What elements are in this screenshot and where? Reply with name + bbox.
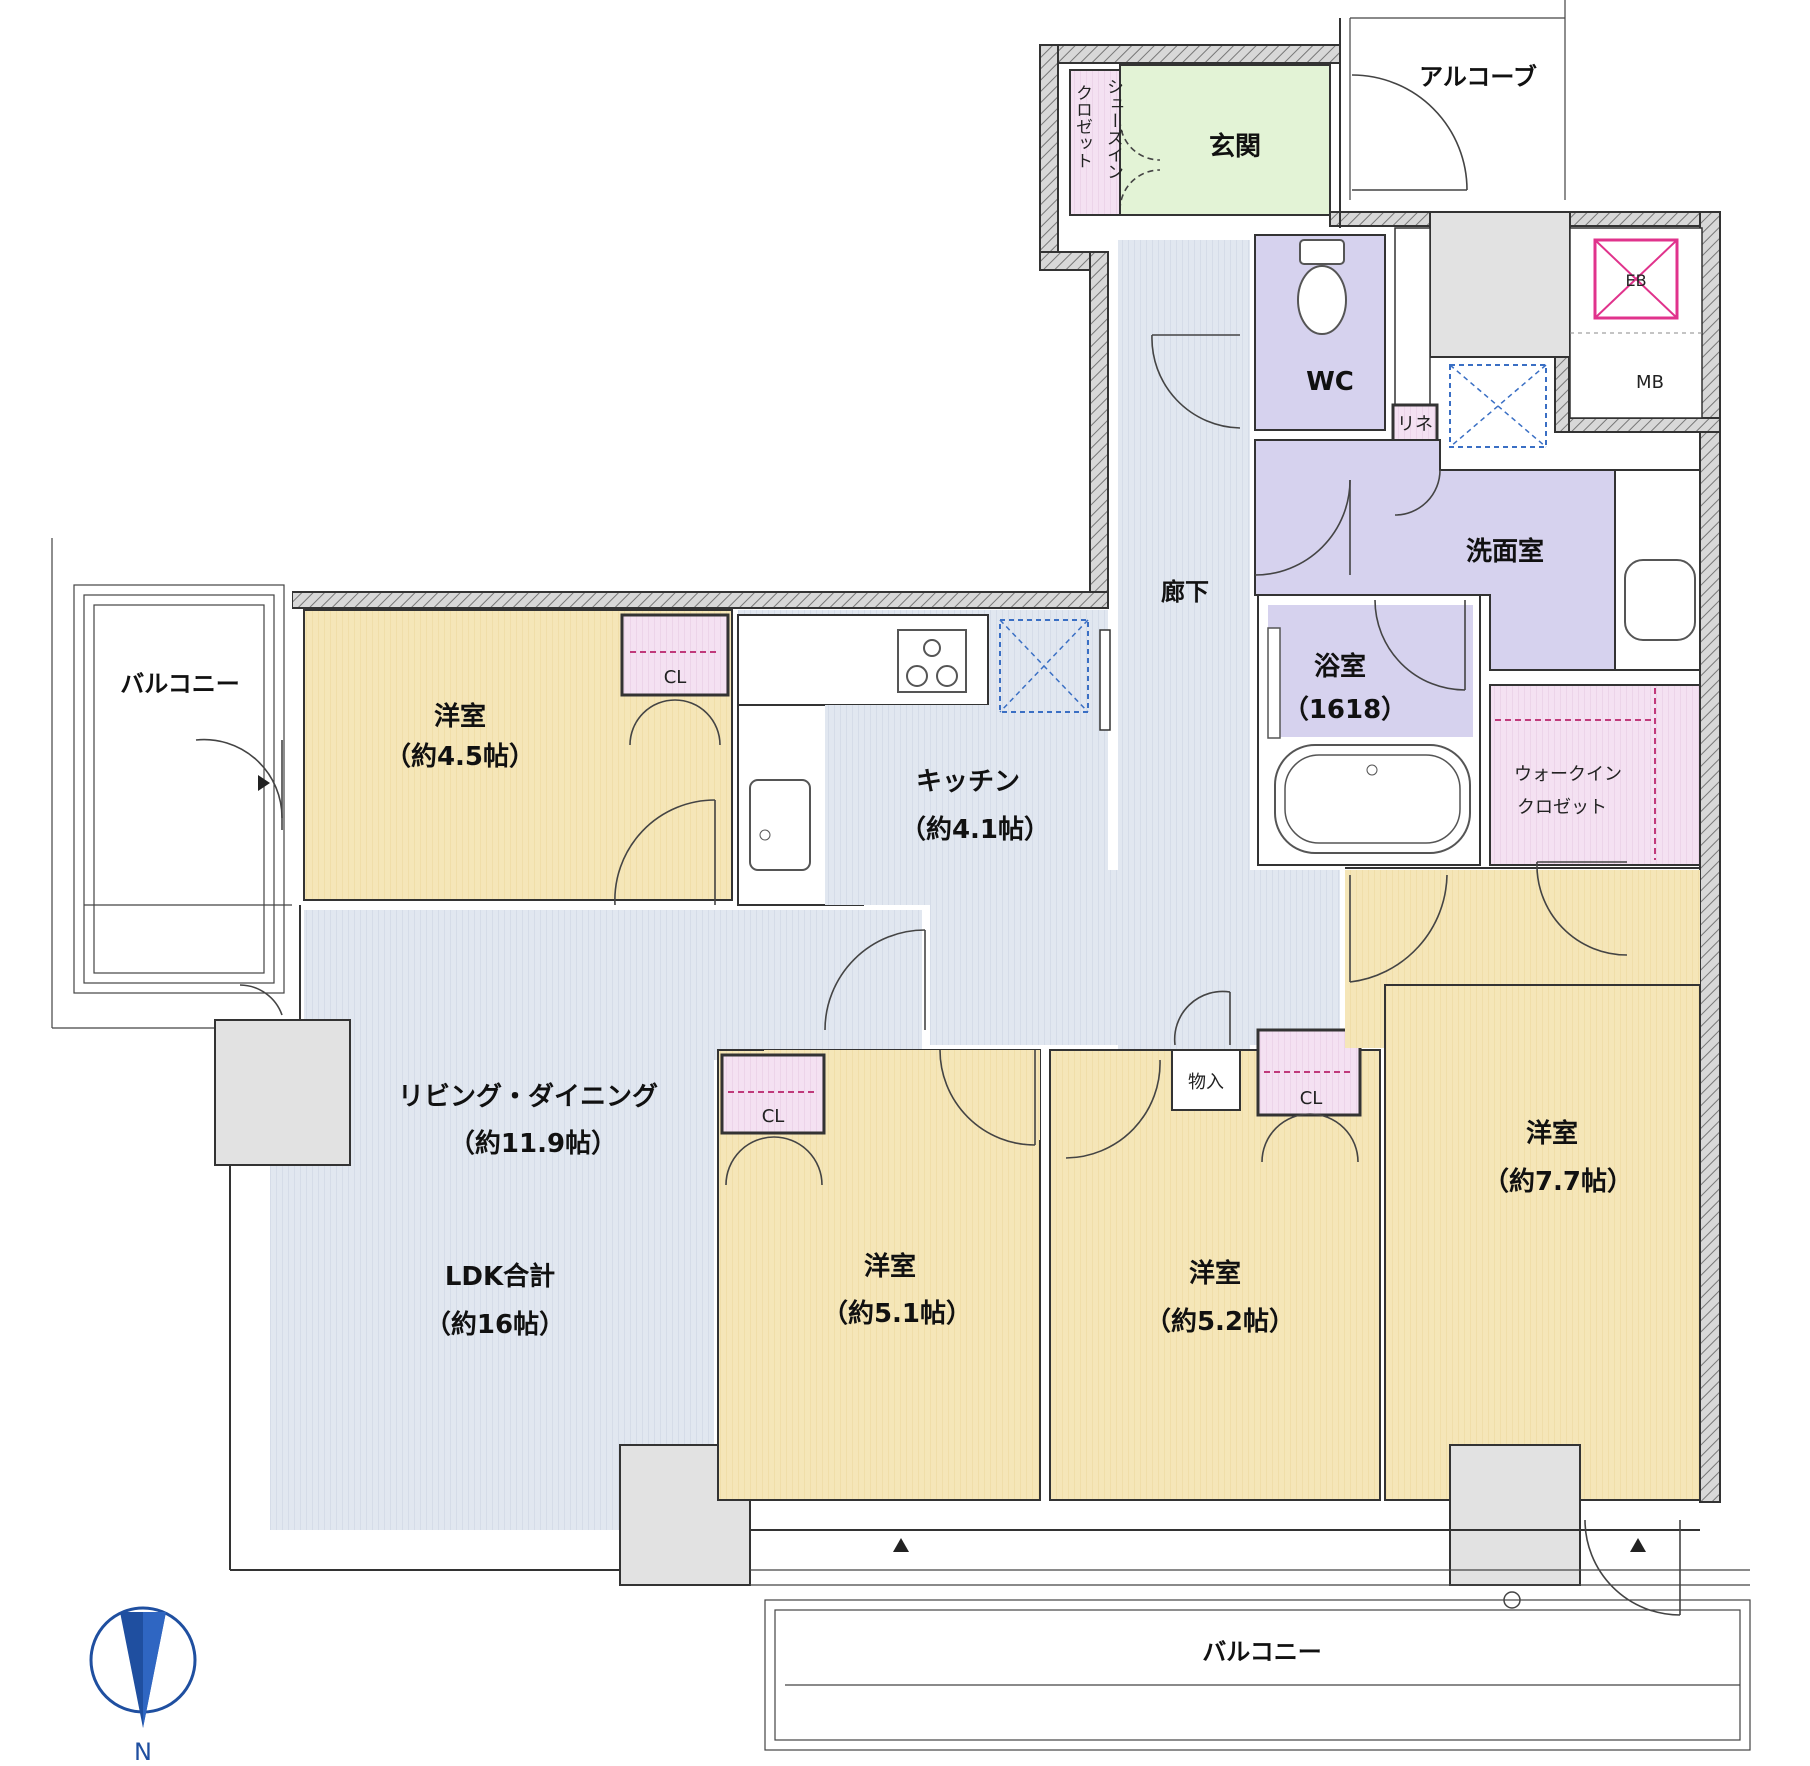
western-77-size: （約7.7帖） <box>1483 1166 1633 1197</box>
western-room-52[interactable]: 物入 CL 洋室 （約5.2帖） <box>1049 990 1381 1501</box>
hallway[interactable]: 廊下 <box>930 240 1340 1050</box>
washbasin <box>1624 559 1696 641</box>
western-45-size: （約4.5帖） <box>385 741 535 772</box>
western-51-name: 洋室 <box>864 1251 916 1282</box>
western-77-name: 洋室 <box>1526 1118 1578 1149</box>
kitchen[interactable]: キッチン （約4.1帖） <box>737 610 1111 906</box>
western-room-51[interactable]: CL 洋室 （約5.1帖） <box>717 1049 1041 1501</box>
western-room-45[interactable]: CL 洋室 （約4.5帖） <box>303 609 733 906</box>
eb-box: EB <box>1593 238 1679 320</box>
closet-52-label: CL <box>1300 1088 1323 1109</box>
walkin-line1: ウォークイン <box>1514 764 1622 785</box>
washer-space-icon <box>1449 364 1547 448</box>
hallway-label: 廊下 <box>1161 578 1209 606</box>
balcony-west: バルコニー <box>51 538 292 1029</box>
wc[interactable]: WC <box>1254 234 1386 431</box>
meter-box: MB <box>1569 227 1703 419</box>
kitchen-name: キッチン <box>916 767 1020 797</box>
alcove-label: アルコーブ <box>1419 63 1537 91</box>
closet-45-label: CL <box>664 667 687 688</box>
living-dining[interactable]: リビング・ダイニング （約11.9帖） LDK合計 （約16帖） <box>214 905 926 1586</box>
eb-label: EB <box>1625 271 1646 290</box>
pipe-shaft <box>1394 211 1571 429</box>
column <box>1449 1444 1581 1586</box>
stove-icon <box>897 629 967 693</box>
bathroom[interactable]: 浴室 （1618） <box>1257 594 1481 866</box>
closet-51-label: CL <box>762 1106 785 1127</box>
western-room-77[interactable]: 洋室 （約7.7帖） <box>1345 861 1701 1586</box>
living-dining-size: （約11.9帖） <box>449 1128 617 1159</box>
walkin-closet[interactable]: ウォークイン クロゼット <box>1489 684 1701 866</box>
closet-45 <box>620 613 730 697</box>
wc-label: WC <box>1306 367 1354 397</box>
bathroom-size: （1618） <box>1283 695 1407 725</box>
walkin-line2: クロゼット <box>1517 797 1607 818</box>
balcony-south: バルコニー <box>750 1519 1751 1751</box>
bathroom-name: 浴室 <box>1314 651 1366 682</box>
washroom-label: 洗面室 <box>1466 536 1544 567</box>
kitchen-size: （約4.1帖） <box>900 814 1050 845</box>
bathtub-icon <box>1274 744 1471 854</box>
column <box>214 1019 351 1166</box>
closet-51 <box>720 1053 826 1135</box>
ldk-total-name: LDK合計 <box>445 1261 555 1292</box>
linen-line1: リネ <box>1397 414 1433 435</box>
compass-icon: N <box>89 1606 197 1766</box>
entrance-label: 玄関 <box>1209 131 1261 162</box>
western-45-name: 洋室 <box>434 701 486 732</box>
western-52-size: （約5.2帖） <box>1145 1306 1295 1337</box>
compass-label: N <box>134 1738 152 1766</box>
western-51-size: （約5.1帖） <box>822 1298 972 1329</box>
balcony-west-label: バルコニー <box>120 670 240 698</box>
alcove[interactable]: アルコーブ <box>1339 0 1566 228</box>
sink <box>749 779 811 871</box>
storage <box>1171 1049 1241 1111</box>
ldk-total-size: （約16帖） <box>425 1309 565 1340</box>
shoe-closet-col1: シューズイン <box>1103 78 1123 180</box>
mb-label: MB <box>1636 372 1664 393</box>
western-52-name: 洋室 <box>1189 1258 1241 1289</box>
shoe-closet-col2: クロゼット <box>1072 84 1092 169</box>
storage-label: 物入 <box>1188 1072 1224 1093</box>
toilet-icon <box>1297 239 1347 335</box>
entrance[interactable]: 玄関 <box>1119 64 1331 216</box>
living-dining-name: リビング・ダイニング <box>398 1081 658 1112</box>
balcony-south-label: バルコニー <box>1202 1638 1322 1666</box>
shoe-closet[interactable]: シューズイン クロゼット <box>1069 69 1123 216</box>
